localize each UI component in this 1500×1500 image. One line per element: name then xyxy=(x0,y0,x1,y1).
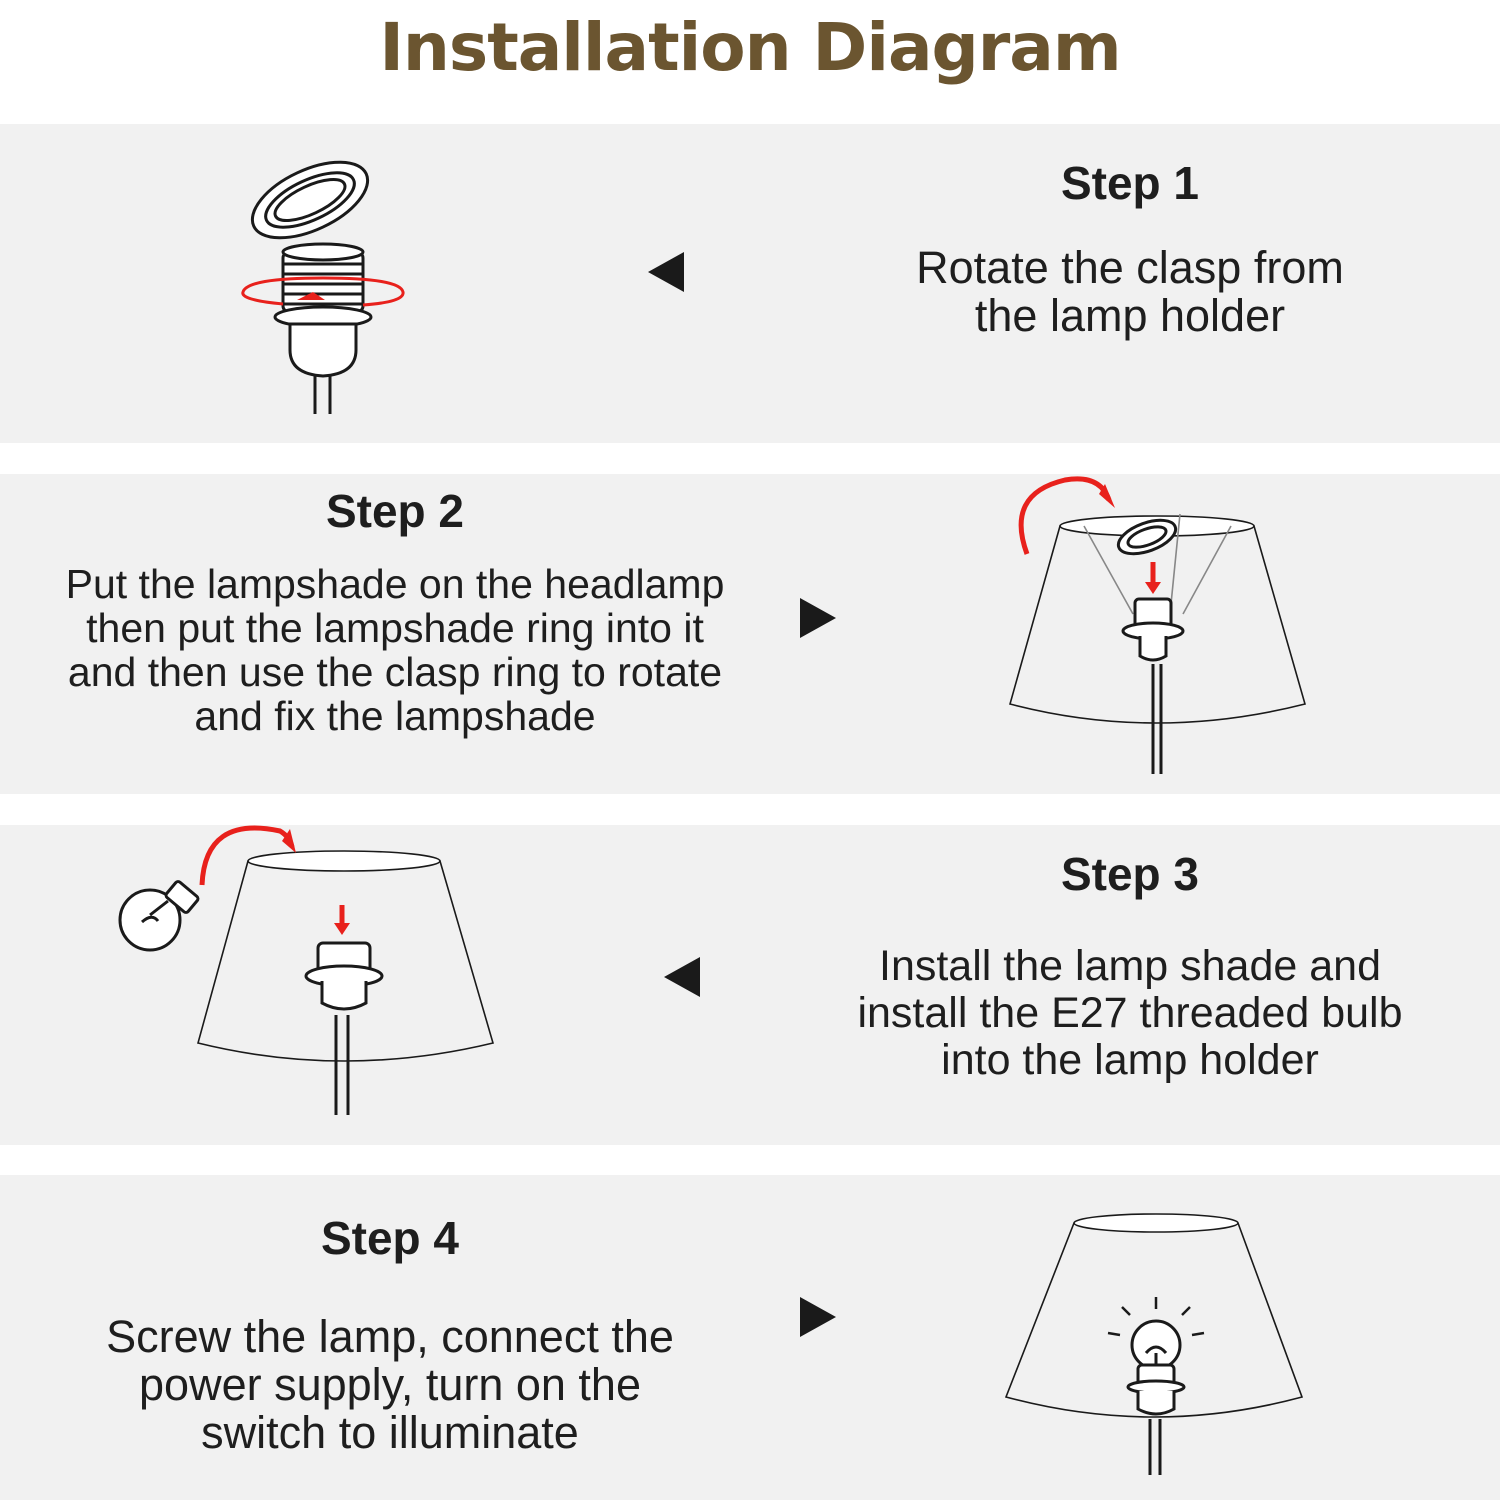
step-2-desc-line-3: and then use the clasp ring to rotate xyxy=(67,649,723,695)
right-arrow-icon xyxy=(800,1297,836,1337)
bulb-install-illustration xyxy=(118,825,495,1115)
step-3-desc-line-1: Install the lamp shade and xyxy=(879,942,1381,990)
step-2-title: Step 2 xyxy=(325,485,465,537)
step-1-desc-line-1: Rotate the clasp from xyxy=(916,242,1344,293)
step-1-title: Step 1 xyxy=(1060,157,1200,209)
page-title: Installation Diagram xyxy=(379,9,1121,86)
step-1-desc-line-2: the lamp holder xyxy=(974,290,1286,341)
step-2-desc-line-4: and fix the lampshade xyxy=(194,693,596,739)
lamp-holder-clasp-illustration xyxy=(241,160,405,414)
step-3-text: Step 3 Install the lamp shade and instal… xyxy=(830,847,1430,1084)
step-4-title: Step 4 xyxy=(320,1212,460,1264)
left-arrow-icon xyxy=(664,957,700,997)
step-1-panel: Step 1 Rotate the clasp from the lamp ho… xyxy=(0,124,1500,443)
step-2-text: Step 2 Put the lampshade on the headlamp… xyxy=(20,484,770,738)
step-1-text: Step 1 Rotate the clasp from the lamp ho… xyxy=(830,156,1430,340)
lit-lamp-illustration xyxy=(1004,1213,1304,1475)
left-arrow-icon xyxy=(648,252,684,292)
lampshade-ring-illustration xyxy=(1009,476,1306,774)
step-3-desc-line-3: into the lamp holder xyxy=(941,1036,1319,1084)
step-2-panel: Step 2 Put the lampshade on the headlamp… xyxy=(0,474,1500,794)
step-4-desc-line-2: power supply, turn on the xyxy=(139,1359,641,1410)
step-2-desc-line-1: Put the lampshade on the headlamp xyxy=(65,561,725,607)
step-4-desc-line-1: Screw the lamp, connect the xyxy=(106,1311,674,1362)
right-arrow-icon xyxy=(800,598,836,638)
step-4-desc-line-3: switch to illuminate xyxy=(201,1407,579,1458)
step-3-panel: Step 3 Install the lamp shade and instal… xyxy=(0,825,1500,1145)
step-4-text: Step 4 Screw the lamp, connect the power… xyxy=(40,1211,740,1457)
step-4-panel: Step 4 Screw the lamp, connect the power… xyxy=(0,1175,1500,1500)
step-3-desc-line-2: install the E27 threaded bulb xyxy=(857,989,1403,1037)
step-3-title: Step 3 xyxy=(1060,848,1200,900)
step-2-desc-line-2: then put the lampshade ring into it xyxy=(86,605,704,651)
